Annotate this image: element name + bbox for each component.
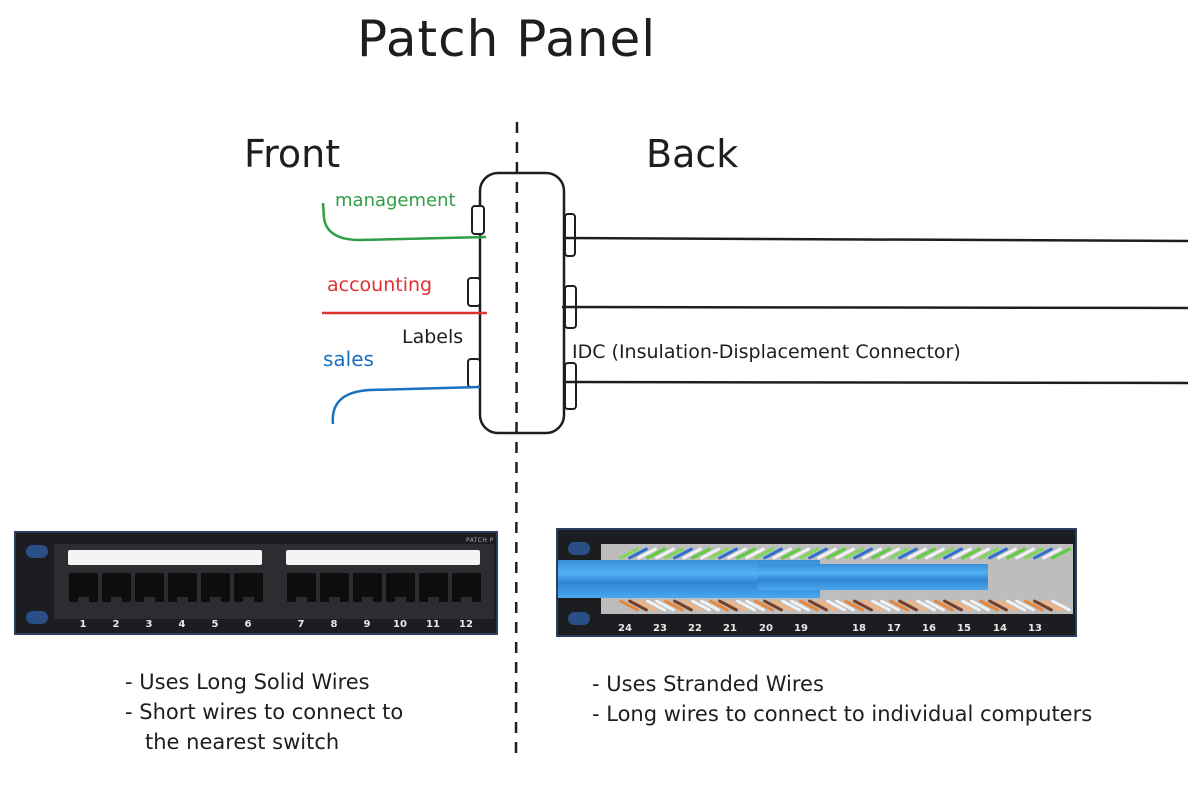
panel-brand-label: PATCH P <box>466 537 494 544</box>
cable-bundle <box>758 564 988 590</box>
front-jack-3 <box>467 358 481 388</box>
port-number: 18 <box>852 623 866 634</box>
rj45-port <box>386 573 415 602</box>
front-note: - Short wires to connect to <box>125 700 404 724</box>
back-wire-1 <box>564 236 1189 243</box>
back-notes: - Uses Stranded Wires - Long wires to co… <box>592 669 1092 729</box>
front-jack-1 <box>471 205 485 235</box>
mount-hole <box>26 545 48 558</box>
port-number: 23 <box>653 623 667 634</box>
port-number: 15 <box>957 623 971 634</box>
port-number: 5 <box>211 619 219 630</box>
port-number: 10 <box>393 619 407 630</box>
port-number: 12 <box>459 619 473 630</box>
front-jack-2 <box>467 277 481 307</box>
port-number: 7 <box>297 619 305 630</box>
port-number: 9 <box>363 619 371 630</box>
label-sales: sales <box>323 347 374 371</box>
back-heading: Back <box>646 132 739 176</box>
port-number: 14 <box>993 623 1007 634</box>
port-number: 22 <box>688 623 702 634</box>
rj45-port <box>201 573 230 602</box>
panel-body <box>478 171 566 435</box>
rj45-port <box>234 573 263 602</box>
front-back-divider <box>514 121 519 756</box>
rj45-port <box>168 573 197 602</box>
back-panel-image: 24 23 22 21 20 19 18 17 16 15 14 13 <box>556 528 1077 637</box>
port-number: 19 <box>794 623 808 634</box>
mount-hole <box>26 611 48 624</box>
port-number: 11 <box>426 619 440 630</box>
rj45-port <box>69 573 98 602</box>
port-number: 20 <box>759 623 773 634</box>
idc-block-1 <box>564 213 576 257</box>
port-number: 16 <box>922 623 936 634</box>
rj45-port <box>320 573 349 602</box>
mount-hole <box>568 542 590 555</box>
front-heading: Front <box>244 132 341 176</box>
label-strip <box>286 550 480 565</box>
mount-hole <box>568 612 590 625</box>
port-number: 1 <box>79 619 87 630</box>
port-number: 3 <box>145 619 153 630</box>
back-note: - Long wires to connect to individual co… <box>592 702 1093 726</box>
port-number: 24 <box>618 623 632 634</box>
back-wire-3 <box>564 380 1189 385</box>
rj45-port <box>452 573 481 602</box>
labels-caption: Labels <box>402 326 464 348</box>
rj45-port <box>419 573 448 602</box>
port-number: 6 <box>244 619 252 630</box>
rj45-port <box>102 573 131 602</box>
rj45-port <box>287 573 316 602</box>
port-number: 4 <box>178 619 186 630</box>
label-management: management <box>335 190 456 211</box>
port-number: 21 <box>723 623 737 634</box>
rj45-port <box>135 573 164 602</box>
front-notes: - Uses Long Solid Wires - Short wires to… <box>125 667 403 757</box>
rj45-port <box>353 573 382 602</box>
port-number: 2 <box>112 619 120 630</box>
port-number: 17 <box>887 623 901 634</box>
front-note: the nearest switch <box>145 730 340 754</box>
back-wire-2 <box>561 305 1189 310</box>
idc-block-3 <box>564 362 577 410</box>
idc-caption: IDC (Insulation-Displacement Connector) <box>572 341 961 363</box>
front-note: - Uses Long Solid Wires <box>125 670 370 694</box>
back-note: - Uses Stranded Wires <box>592 672 824 696</box>
management-cable <box>321 202 487 242</box>
port-number: 8 <box>330 619 338 630</box>
label-accounting: accounting <box>327 274 433 296</box>
port-number: 13 <box>1028 623 1042 634</box>
diagram-title: Patch Panel <box>357 10 657 68</box>
sales-cable <box>331 385 481 425</box>
label-strip <box>68 550 262 565</box>
